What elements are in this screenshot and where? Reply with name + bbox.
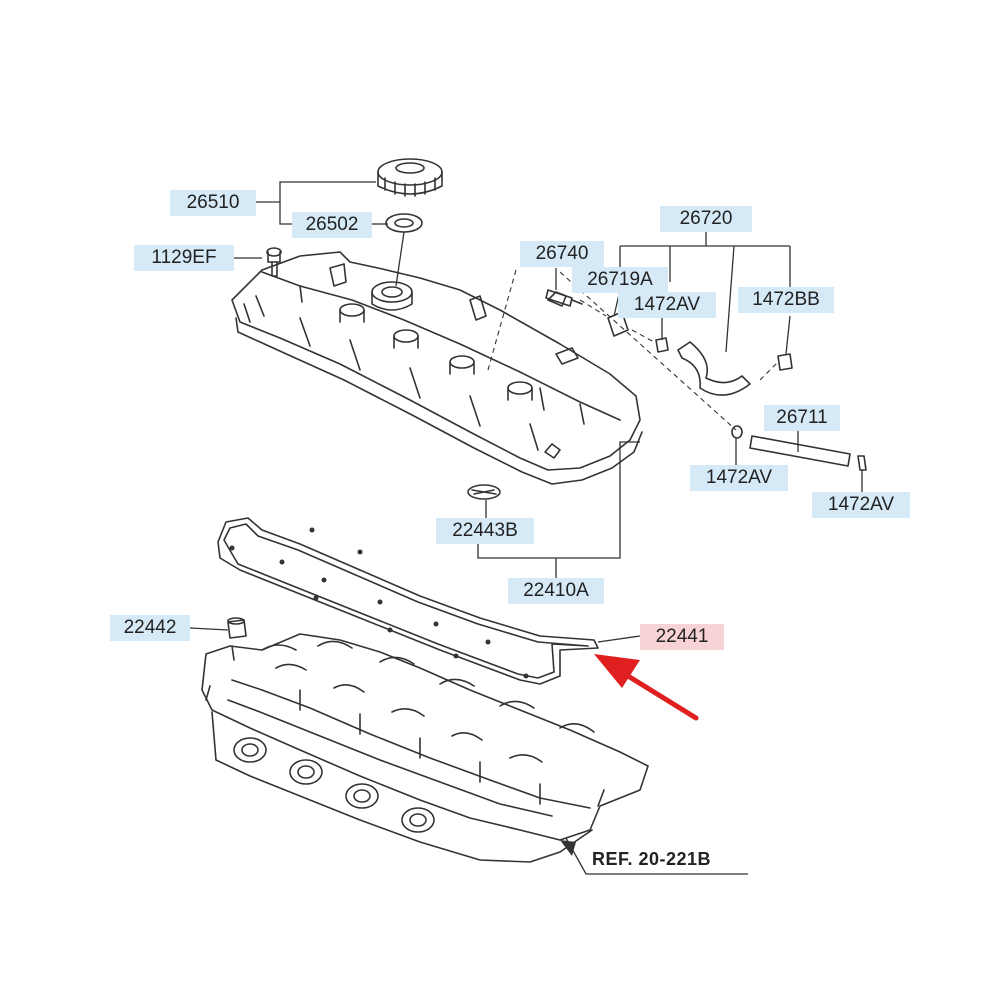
- clip-top: [655, 337, 669, 353]
- cap-gasket: [385, 213, 423, 233]
- label-26719a[interactable]: 26719A: [572, 267, 668, 293]
- dashed-guides: [487, 269, 779, 431]
- hose-26719a: [607, 311, 629, 337]
- breather-hose: [677, 341, 751, 396]
- head-cover: [231, 251, 643, 485]
- label-22410a[interactable]: 22410A: [508, 578, 604, 604]
- hose-26711: [731, 425, 867, 471]
- label-26720[interactable]: 26720: [660, 206, 752, 232]
- label-1472av-left[interactable]: 1472AV: [690, 465, 788, 491]
- label-1472bb[interactable]: 1472BB: [738, 287, 834, 313]
- pcv-valve: [545, 289, 583, 307]
- ref-arrowhead: [560, 840, 576, 856]
- plug-22442: [227, 617, 247, 639]
- clip-1472bb: [777, 353, 793, 371]
- leader-lines: [189, 181, 863, 875]
- label-22442[interactable]: 22442: [110, 615, 190, 641]
- label-ref: REF. 20-221B: [592, 849, 712, 869]
- label-1472av-top[interactable]: 1472AV: [618, 292, 716, 318]
- label-26711[interactable]: 26711: [764, 405, 840, 431]
- oil-filler-cap: [377, 158, 443, 197]
- label-1472av-right[interactable]: 1472AV: [812, 492, 910, 518]
- bolt-1129ef: [266, 247, 282, 277]
- plug-seal: [467, 484, 501, 500]
- label-26740[interactable]: 26740: [520, 241, 604, 267]
- label-1129ef[interactable]: 1129EF: [134, 245, 234, 271]
- cover-gasket: [217, 517, 599, 685]
- label-22443b[interactable]: 22443B: [436, 518, 534, 544]
- highlight-arrow: [594, 654, 699, 721]
- label-26510[interactable]: 26510: [170, 190, 256, 216]
- label-26502[interactable]: 26502: [292, 212, 372, 238]
- cylinder-head: [201, 633, 649, 863]
- label-22441[interactable]: 22441: [640, 624, 724, 650]
